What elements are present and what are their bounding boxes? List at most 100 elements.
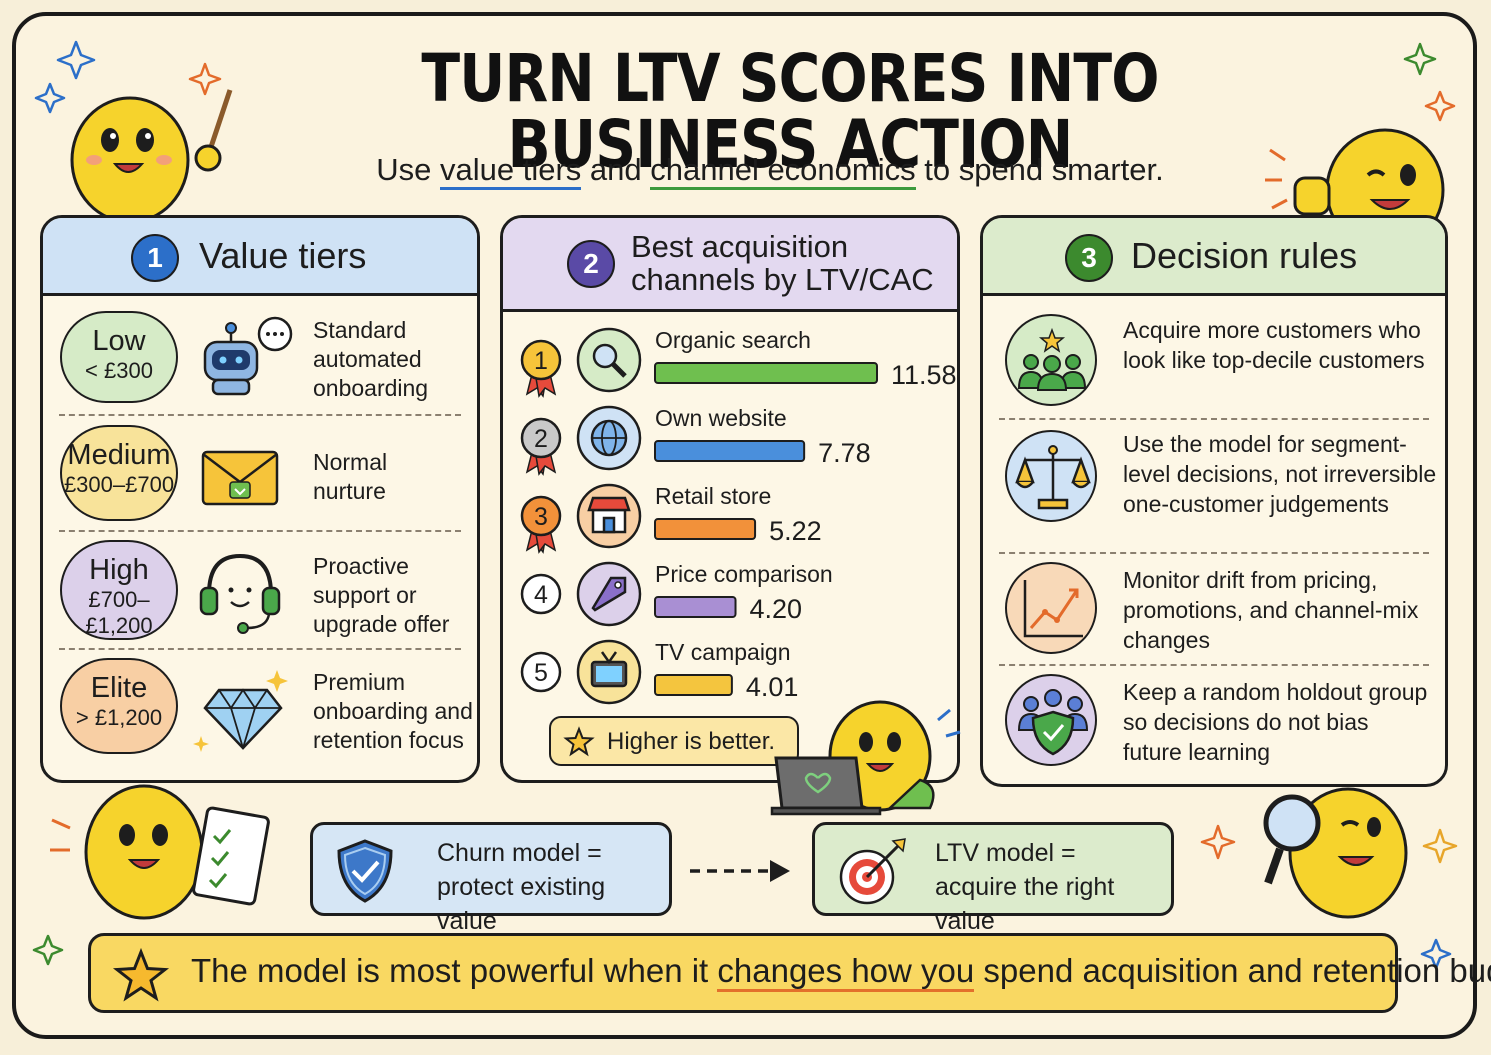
step-number: 2 <box>567 240 615 288</box>
ltv-model-label: LTV model = <box>935 839 1076 867</box>
star-icon <box>563 726 595 757</box>
channel-value: 7.78 <box>818 438 871 468</box>
tier-range: < £300 <box>85 357 153 383</box>
tier-pill-low: Low < £300 <box>60 311 178 403</box>
subtitle-text: Use <box>376 152 440 187</box>
panel-title: Best acquisition channels by LTV/CAC <box>631 228 934 297</box>
tv-screen <box>596 666 622 682</box>
mascot-checklist-icon <box>50 784 270 920</box>
rule-icon-circle <box>1005 562 1097 654</box>
channel-bar <box>654 362 878 384</box>
rank-number: 4 <box>534 581 548 609</box>
price-tag-hole <box>614 581 622 589</box>
divider <box>59 414 461 416</box>
channel-bar <box>654 674 733 696</box>
tier-description: Standard automated onboarding <box>313 317 429 401</box>
tier-pill-elite: Elite > £1,200 <box>60 658 178 754</box>
mascot-magnifier-icon <box>1263 758 1427 919</box>
rule-icon-circle <box>1005 430 1097 522</box>
rule-icon-circle <box>1005 674 1097 766</box>
panel-title: Decision rules <box>1131 234 1358 276</box>
shield-check-icon <box>337 839 393 903</box>
note-text: Higher is better. <box>607 728 776 755</box>
rule-text: Use the model for segment-level decision… <box>1123 431 1437 517</box>
envelope-icon <box>201 450 279 506</box>
tier-pill-high: High £700–£1,200 <box>60 540 178 640</box>
takeaway-text: The model is most powerful when it chang… <box>191 952 1491 992</box>
channel-value: 5.22 <box>769 516 822 546</box>
store-door <box>602 516 616 534</box>
subtitle-value-tiers: value tiers <box>439 152 582 190</box>
rank-number: 1 <box>534 347 548 375</box>
channel-value: 4.01 <box>746 672 799 702</box>
divider <box>59 530 461 532</box>
rule-text: Monitor drift from pricing, promotions, … <box>1123 567 1419 653</box>
rank-badge <box>520 495 562 537</box>
subtitle-text: and <box>581 152 651 187</box>
trend-chart-icon <box>1023 580 1083 638</box>
scales-icon <box>1015 445 1091 510</box>
arrow-right-icon <box>690 860 790 882</box>
divider <box>999 664 1429 666</box>
channel-name: TV campaign <box>655 639 791 665</box>
takeaway-part: The model is most powerful when it <box>191 952 718 989</box>
divider <box>59 648 461 650</box>
magnifier-handle <box>611 362 627 378</box>
step-number: 1 <box>131 234 179 282</box>
page-subtitle: Use value tiers and channel economics to… <box>300 152 1240 190</box>
tier-name: High <box>89 554 149 586</box>
channel-bar <box>654 440 806 462</box>
rule-icon-circle <box>1005 314 1097 406</box>
panel-header: 2 Best acquisition channels by LTV/CAC <box>503 218 957 312</box>
tier-name: Low <box>92 325 146 357</box>
channel-name: Organic search <box>655 327 811 353</box>
rule-text: Keep a random holdout group so decisions… <box>1123 679 1428 765</box>
rule-text: Acquire more customers who look like top… <box>1123 317 1425 373</box>
panel-decision-rules: 3 Decision rules Acquire more customers … <box>980 215 1448 787</box>
churn-model-box: Churn model = protect existing value <box>310 822 672 935</box>
diamond-icon <box>193 670 288 752</box>
target-arrow-icon <box>839 838 906 905</box>
rank-badge <box>520 339 562 381</box>
headset-icon <box>199 553 281 634</box>
tier-name: Elite <box>90 672 148 704</box>
note-box: Higher is better. <box>549 716 799 766</box>
tier-description: Proactive support or upgrade offer <box>313 553 450 637</box>
tier-pill-medium: Medium £300–£700 <box>60 425 178 521</box>
divider <box>999 552 1429 554</box>
tier-range: > £1,200 <box>75 704 163 730</box>
panel-title-line: Best acquisition <box>631 228 849 264</box>
channel-name: Price comparison <box>655 561 833 587</box>
channel-bar <box>654 518 757 540</box>
group-shield-icon <box>1017 689 1089 756</box>
panel-header: 1 Value tiers <box>43 218 477 296</box>
star-icon <box>112 947 170 1002</box>
panel-title-line: channels by LTV/CAC <box>631 261 934 297</box>
rank-badge <box>520 417 562 459</box>
panel-title: Value tiers <box>199 234 367 276</box>
tier-range: £700–£1,200 <box>85 586 153 639</box>
channel-value: 11.58 <box>891 360 957 390</box>
rank-badge <box>520 573 562 615</box>
panel-header: 3 Decision rules <box>983 218 1445 296</box>
robot-icon <box>203 316 293 396</box>
rank-number: 3 <box>534 503 548 531</box>
panel-value-tiers: 1 Value tiers Low < £300 Standard automa… <box>40 215 480 783</box>
store-awning <box>587 496 631 512</box>
key-takeaway-banner: The model is most powerful when it chang… <box>88 933 1491 1013</box>
tier-name: Medium <box>67 439 171 471</box>
tier-description: Normal nurture <box>313 449 388 504</box>
churn-model-label: Churn model = <box>437 839 602 867</box>
tier-description: Premium onboarding and retention focus <box>313 669 473 753</box>
ltv-model-box: LTV model = acquire the right value <box>812 822 1174 935</box>
channel-name: Own website <box>655 405 787 431</box>
subtitle-channel-economics: channel economics <box>650 152 916 190</box>
mascot-laptop-icon <box>770 700 961 816</box>
rank-number: 5 <box>534 659 548 687</box>
step-number: 3 <box>1065 234 1113 282</box>
churn-model-desc: protect existing value <box>437 872 606 935</box>
mascot-pointer-icon <box>70 89 233 224</box>
takeaway-part: spend acquisition and retention budget. <box>983 952 1491 989</box>
ltv-model-desc: acquire the right value <box>935 872 1115 935</box>
channel-bar <box>654 596 737 618</box>
